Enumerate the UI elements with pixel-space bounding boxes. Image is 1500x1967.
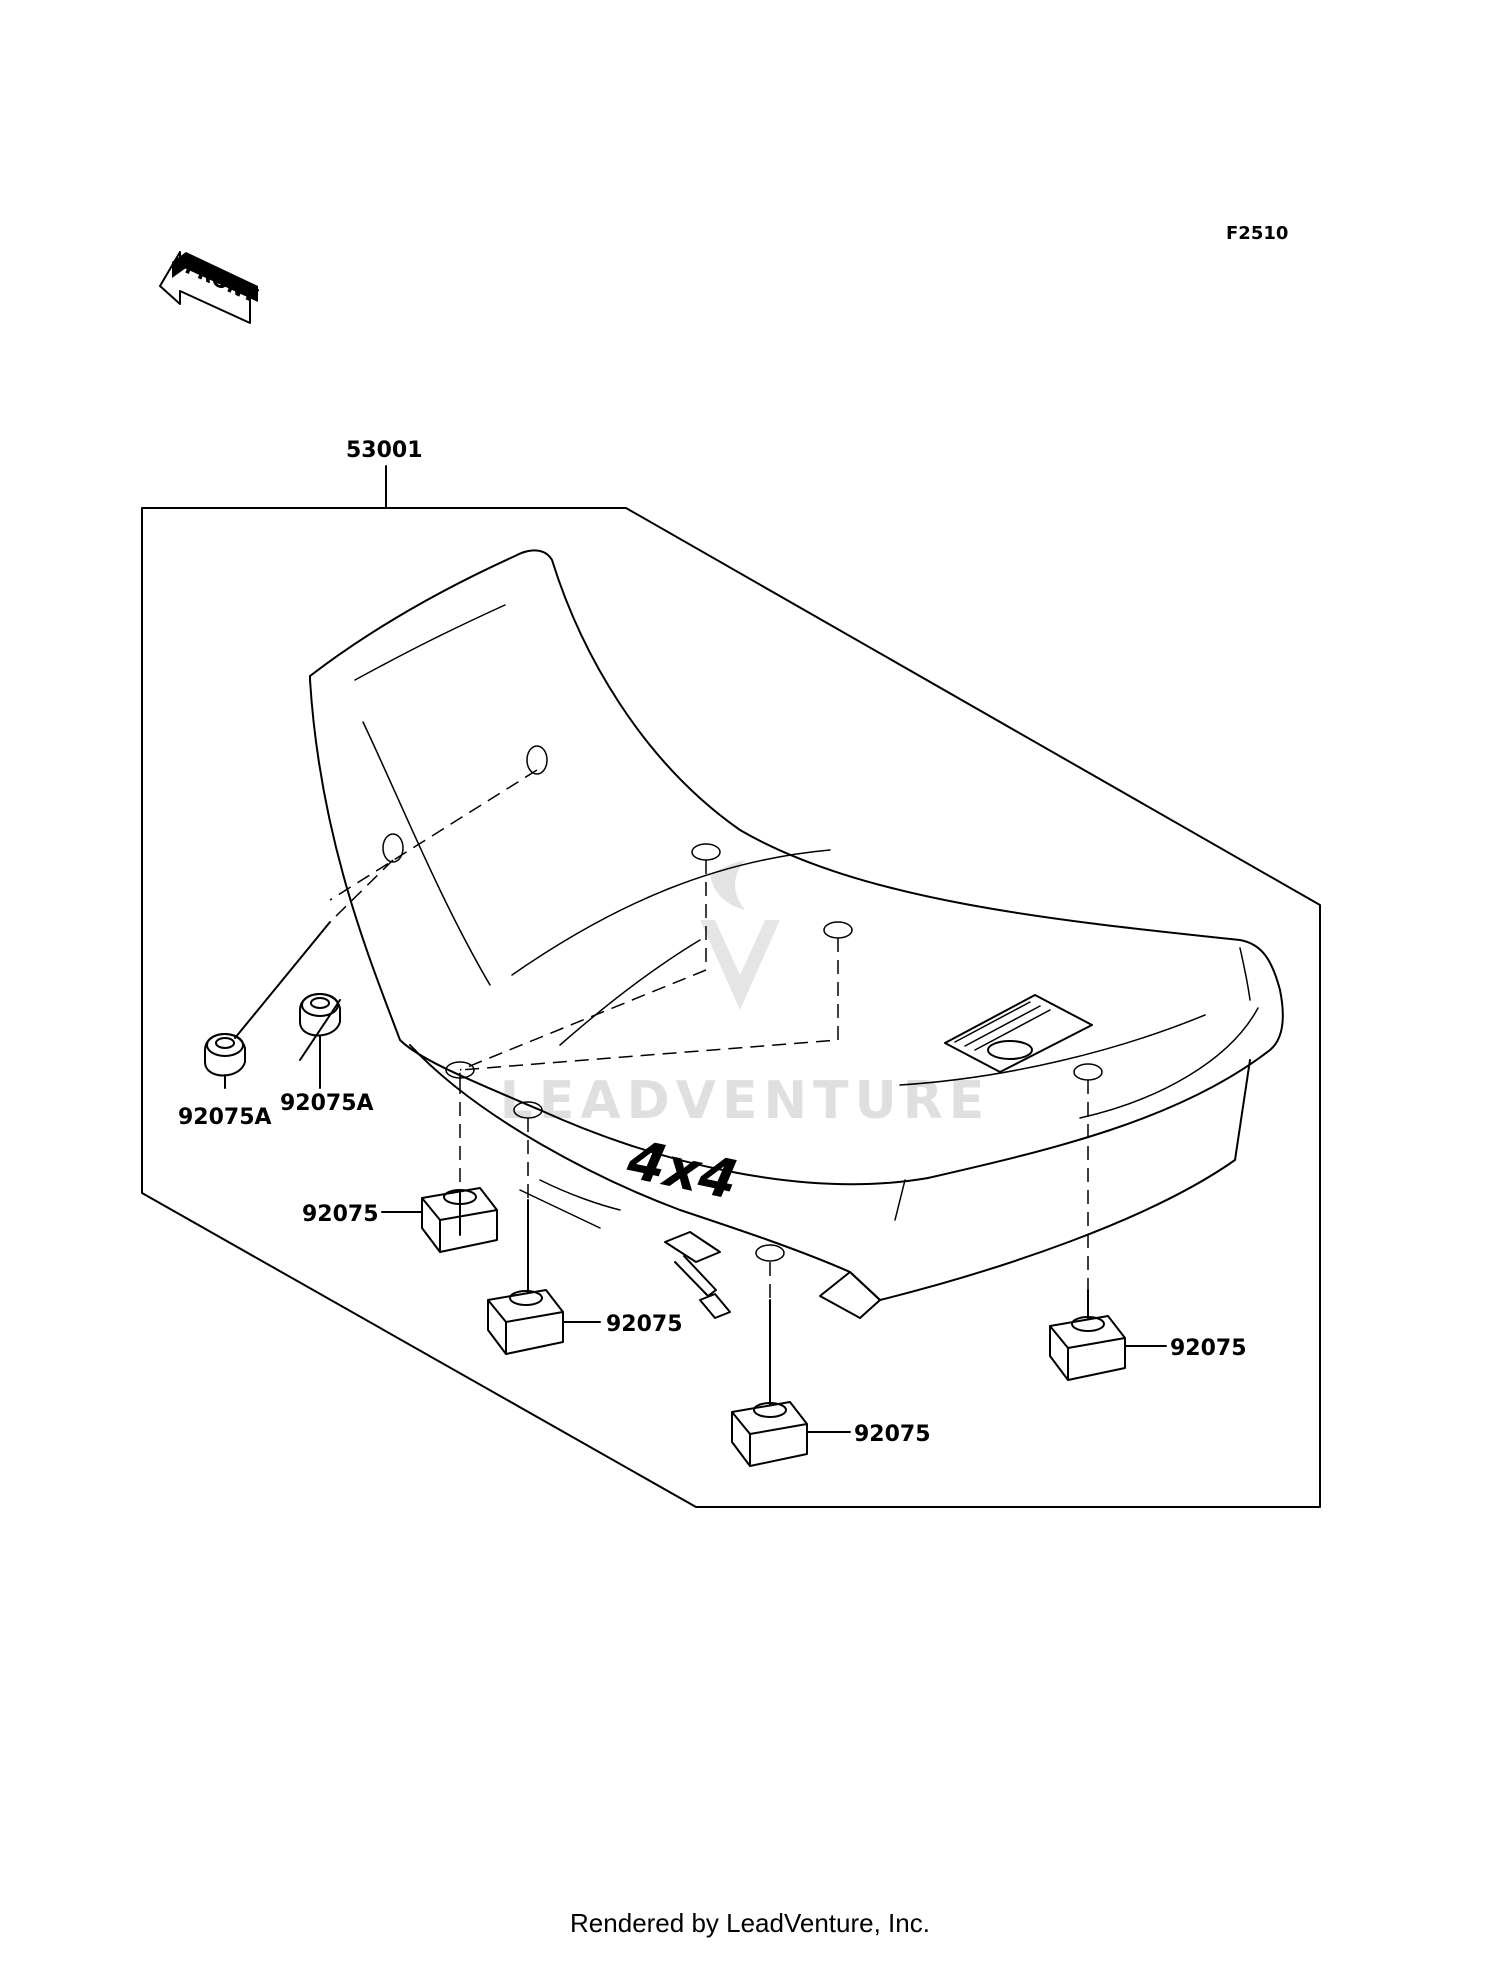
part-number-cushion-bottom: 92075 [854,1422,931,1447]
watermark: LEADVENTURE [500,860,991,1131]
seat-badge: 4x4 [621,1127,743,1212]
part-number-cushion-mid: 92075 [606,1312,683,1337]
damper-right-part [299,993,341,1089]
mounting-guides [329,769,1089,1300]
part-number-damper-left: 92075A [178,1105,272,1130]
part-number-cushion-front: 92075 [302,1202,379,1227]
cushion-front-part [421,1187,498,1253]
part-number-damper-right: 92075A [280,1091,374,1116]
part-number-seat: 53001 [346,438,423,463]
front-label: FRONT [182,254,262,307]
front-arrow-icon: FRONT [159,251,262,324]
footer-credit: Rendered by LeadVenture, Inc. [570,1908,930,1938]
figure-code: F2510 [1226,223,1288,244]
assembly-bracket [141,507,1321,1508]
watermark-text: LEADVENTURE [500,1071,991,1131]
part-number-cushion-right: 92075 [1170,1336,1247,1361]
cushion-right-part [1049,1315,1126,1381]
damper-left-part [204,1033,246,1089]
cushion-bottom-part [731,1401,808,1467]
cushion-mid-part [487,1289,564,1355]
